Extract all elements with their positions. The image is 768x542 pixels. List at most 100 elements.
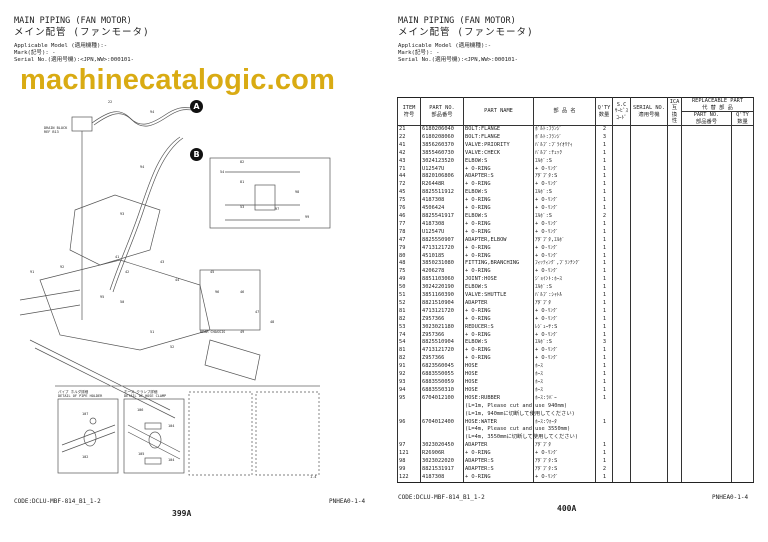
part-name-cell: (L=1m, 940mmに切断して使用してください)	[463, 410, 575, 419]
part-no-cell: 3850231080	[420, 260, 464, 269]
qty-cell: 1	[595, 268, 613, 277]
sc-cell	[612, 292, 631, 300]
rep-part-no-cell	[681, 394, 732, 403]
serial-cell	[630, 465, 668, 474]
right-applicable-model: Applicable Model (適用機種):-	[398, 43, 492, 49]
header-text: 数量	[598, 111, 610, 118]
header-part-no: PART NO.部品番号	[420, 97, 464, 126]
name-jp-cell: + O-ﾘﾝｸﾞ	[533, 205, 596, 213]
rep-part-no-cell	[681, 371, 732, 379]
qty-cell: 1	[595, 284, 613, 293]
item-cell: 76	[397, 205, 421, 213]
qty-cell: 1	[595, 252, 613, 261]
name-jp-cell: ｴﾙﾎﾞ:S	[533, 189, 596, 198]
sc-cell	[612, 276, 631, 285]
part-label: 45	[210, 270, 215, 274]
part-name-cell: + O-RING	[463, 347, 534, 356]
item-cell: 97	[397, 442, 421, 451]
rep-part-no-cell	[681, 141, 732, 150]
sc-cell	[612, 125, 631, 134]
ica-cell	[667, 173, 682, 182]
ica-cell	[667, 299, 682, 308]
serial-cell	[630, 450, 668, 459]
ica-cell	[667, 284, 682, 293]
part-no-cell: 4506424	[420, 205, 464, 213]
sc-cell	[612, 355, 631, 364]
serial-cell	[630, 315, 668, 324]
left-applicable-model: Applicable Model (適用機種):-	[14, 43, 108, 49]
rep-part-no-cell	[681, 197, 732, 206]
name-jp-cell: + O-ﾘﾝｸﾞ	[533, 355, 596, 364]
part-name-cell: + O-RING	[463, 307, 534, 316]
part-name-cell: + O-RING	[463, 331, 534, 340]
rep-qty-cell	[731, 149, 754, 158]
rep-qty-cell	[731, 339, 754, 348]
qty-cell: 1	[595, 157, 613, 166]
item-cell: 80	[397, 252, 421, 261]
header-text: ICA	[669, 98, 680, 105]
rep-qty-cell	[731, 331, 754, 340]
rep-qty-cell	[731, 465, 754, 474]
part-name-cell: ADAPTER	[463, 299, 534, 308]
name-jp-cell: + O-ﾘﾝｸﾞ	[533, 450, 596, 459]
ica-cell	[667, 347, 682, 356]
name-jp-cell: + O-ﾘﾝｸﾞ	[533, 197, 596, 206]
figure-ref: 1-4	[310, 475, 317, 479]
rep-part-no-cell	[681, 355, 732, 364]
item-cell: 45	[397, 189, 421, 198]
part-label: 94	[150, 110, 155, 114]
ica-cell	[667, 418, 682, 427]
part-name-cell: + O-RING	[463, 165, 534, 174]
part-label: 96	[215, 290, 220, 294]
ica-cell	[667, 315, 682, 324]
table-note-row: (L=1m, 940mmに切断して使用してください)	[397, 410, 754, 419]
left-ref: PNHEA0-1-4	[329, 498, 366, 505]
rep-part-no-cell	[681, 292, 732, 300]
ica-cell	[667, 394, 682, 403]
serial-cell	[630, 442, 668, 451]
part-name-cell: + O-RING	[463, 450, 534, 459]
part-label: 42	[125, 270, 130, 274]
part-no-cell: 8825550907	[420, 236, 464, 245]
serial-cell	[630, 276, 668, 285]
part-label: 54	[220, 170, 225, 174]
rep-qty-cell	[731, 181, 754, 190]
rep-qty-cell	[731, 133, 754, 142]
rep-part-no-cell	[681, 339, 732, 348]
ica-cell	[667, 252, 682, 261]
right-serial: Serial No.(適用号機):<JPN,WW>:000101-	[398, 57, 519, 63]
qty-cell: 2	[595, 212, 613, 221]
sc-cell	[612, 331, 631, 340]
part-label: 49	[240, 330, 245, 334]
qty-cell: 1	[595, 458, 613, 466]
rep-qty-cell	[731, 236, 754, 245]
serial-cell	[630, 394, 668, 403]
pipe-line	[61, 424, 181, 460]
ica-cell	[667, 189, 682, 198]
part-no-cell: 4187308	[420, 473, 464, 483]
part-name-cell: HOSE	[463, 379, 534, 387]
part-label: 82	[240, 160, 245, 164]
name-jp-cell: + O-ﾘﾝｸﾞ	[533, 165, 596, 174]
item-cell: 75	[397, 197, 421, 206]
ica-cell	[667, 228, 682, 237]
detail-title: DETAIL OF PIPE HOLDER	[58, 394, 103, 398]
left-serial: Serial No.(適用号機):<JPN,WW>:000101-	[14, 57, 135, 63]
part-no-cell: 6823560045	[420, 363, 464, 372]
part-label: 47	[255, 310, 260, 314]
serial-cell	[630, 426, 668, 435]
ica-cell	[667, 473, 682, 483]
